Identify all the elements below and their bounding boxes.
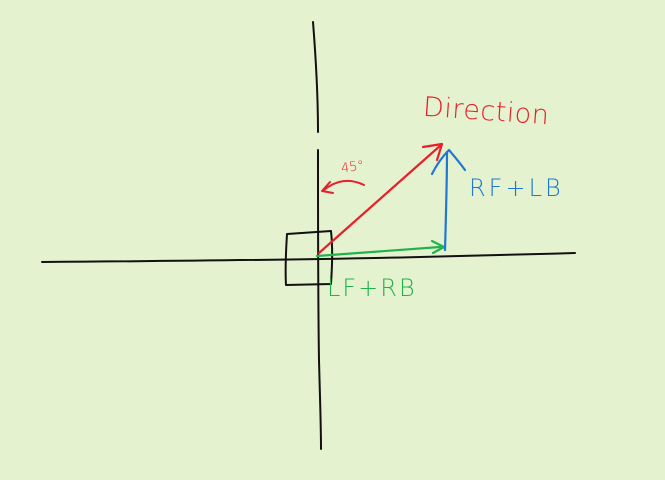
rf-lb-label: RF+LB — [469, 174, 564, 202]
lf-rb-vector — [315, 245, 442, 258]
angle-arc — [323, 179, 365, 191]
rf-lb-arrowhead — [430, 148, 467, 176]
direction-vector — [317, 143, 443, 255]
lf-rb-label: LF+RB — [327, 274, 417, 302]
angle-arc-arrowhead — [321, 181, 334, 194]
direction-arrowhead — [421, 142, 444, 162]
horizontal-axis — [41, 252, 576, 263]
rf-lb-vector — [443, 150, 449, 252]
angle-label: 45° — [340, 158, 365, 177]
vertical-axis — [312, 21, 322, 450]
